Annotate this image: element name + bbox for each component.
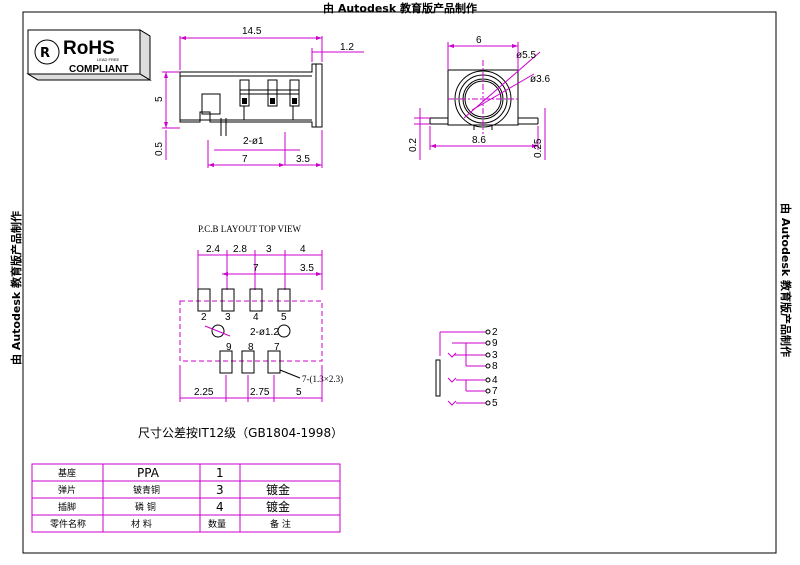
tolerance-note: 尺寸公差按IT12级（GB1804-1998） — [138, 426, 343, 440]
rohs-title: RoHS — [63, 38, 115, 59]
schematic-pin-4: 4 — [492, 375, 498, 386]
rohs-lead-free: LEAD FREE — [97, 57, 120, 62]
dim-dia-55: ø5.5 — [516, 50, 536, 61]
pcb-dim-275: 2.75 — [250, 387, 270, 398]
pad-3 — [221, 288, 235, 312]
bom-row3-note: 镀金 — [266, 499, 290, 514]
rohs-compliant: COMPLIANT — [69, 64, 128, 75]
pad-num-9: 9 — [226, 342, 232, 353]
pad-2 — [197, 288, 211, 312]
bom-row1-qty: 1 — [216, 466, 224, 480]
schematic: 2 9 3 8 4 7 5 — [435, 327, 498, 409]
pcb-dim-3: 3 — [266, 244, 272, 255]
pad-num-2: 2 — [201, 312, 207, 323]
schematic-pin-3: 3 — [492, 350, 498, 361]
bom-row1-name: 基座 — [58, 467, 76, 479]
pcb-layout: P.C.B LAYOUT TOP VIEW 2.4 2.8 3 4 7 3.5 — [179, 224, 343, 402]
schematic-pin-7: 7 — [492, 386, 498, 397]
dim-spacing-7: 7 — [242, 154, 248, 165]
pcb-hole-label: 2-ø1.2 — [250, 327, 279, 338]
bom-row2-note: 镀金 — [266, 482, 290, 497]
mount-hole-right — [277, 324, 291, 338]
pad-9 — [219, 350, 233, 374]
dim-total-length: 14.5 — [242, 26, 262, 37]
pcb-dim-35: 3.5 — [300, 263, 314, 274]
pcb-dim-225: 2.25 — [194, 387, 214, 398]
schematic-pin-9: 9 — [492, 338, 498, 349]
pad-num-7: 7 — [274, 342, 280, 353]
pcb-layout-title: P.C.B LAYOUT TOP VIEW — [198, 224, 301, 234]
pad-7 — [267, 350, 281, 374]
bom-header-qty: 数量 — [208, 518, 226, 530]
pad-num-3: 3 — [225, 312, 231, 323]
bom-row3-material: 磷 铜 — [135, 501, 156, 513]
bom-header-note: 备 注 — [270, 518, 291, 530]
bom-row2-material: 铍青铜 — [133, 484, 160, 496]
dim-width-6: 6 — [476, 35, 482, 46]
pcb-dim-7: 7 — [253, 263, 259, 274]
sheet-border — [22, 11, 777, 554]
pcb-dim-4: 4 — [300, 244, 306, 255]
bom-row3-qty: 4 — [216, 500, 224, 514]
pad-8 — [241, 350, 255, 374]
rohs-icon — [34, 39, 60, 65]
pad-num-5: 5 — [281, 312, 287, 323]
dim-dia-36: ø3.6 — [530, 74, 550, 85]
rohs-logo: R RoHS LEAD FREE COMPLIANT — [26, 29, 152, 81]
pad-5 — [277, 288, 291, 312]
bom-table: 基座 PPA 1 弹片 铍青铜 3 镀金 插脚 磷 铜 4 镀金 零件名称 材 … — [31, 463, 341, 533]
svg-text:R: R — [40, 46, 50, 61]
schematic-pin-5: 5 — [492, 398, 498, 409]
pad-num-8: 8 — [248, 342, 254, 353]
schematic-pin-2: 2 — [492, 327, 498, 338]
pad-num-4: 4 — [253, 312, 259, 323]
bom-header-name: 零件名称 — [50, 518, 86, 530]
dim-offset-025: 0.25 — [533, 138, 544, 158]
pad-4 — [249, 288, 263, 312]
dim-pin-hole: 2-ø1 — [243, 136, 264, 147]
dim-width-86: 8.6 — [472, 135, 486, 146]
dim-offset-02: 0.2 — [408, 138, 419, 152]
dim-offset-05: 0.5 — [154, 142, 165, 156]
dim-spacing-35: 3.5 — [296, 154, 310, 165]
bom-row1-material: PPA — [137, 466, 160, 480]
bom-row2-qty: 3 — [216, 483, 224, 497]
dim-front: 1.2 — [340, 42, 354, 53]
front-view: ø5.5 ø3.6 6 8.6 0.2 0.25 — [408, 35, 550, 160]
schematic-pin-8: 8 — [492, 361, 498, 372]
pcb-dim-24: 2.4 — [206, 244, 220, 255]
dim-height: 5 — [154, 96, 165, 102]
pcb-dim-5: 5 — [296, 387, 302, 398]
pcb-dim-28: 2.8 — [233, 244, 247, 255]
side-view: 14.5 1.2 5 0.5 2-ø1 7 3.5 — [154, 26, 364, 168]
bom-row2-name: 弹片 — [58, 484, 76, 496]
pcb-pad-size: 7-(1.3×2.3) — [302, 374, 343, 384]
mount-hole-left — [211, 324, 225, 338]
bom-header-material: 材 料 — [131, 518, 152, 530]
bom-row3-name: 插脚 — [58, 501, 76, 513]
